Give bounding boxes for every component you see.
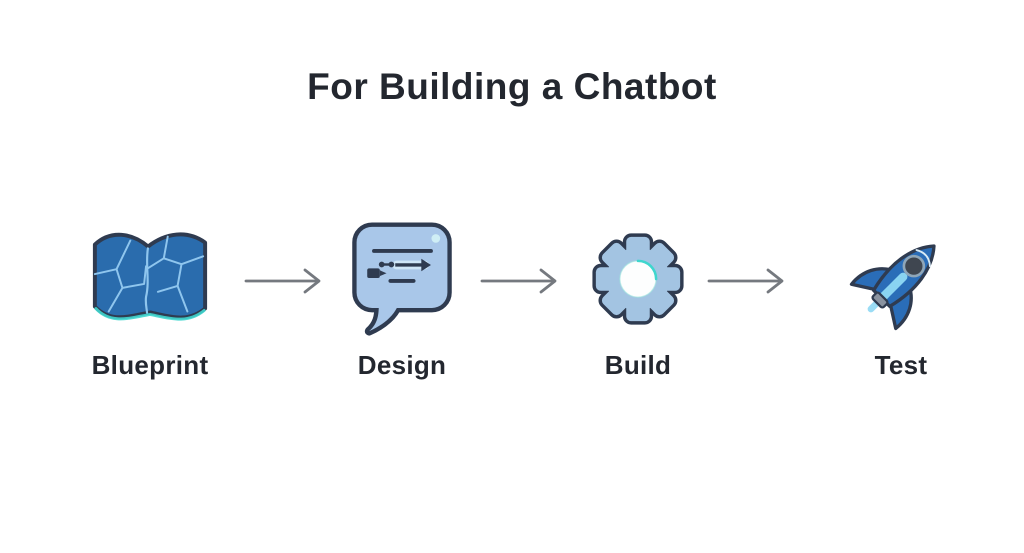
right-arrow-icon bbox=[706, 263, 794, 299]
right-arrow-icon bbox=[243, 263, 331, 299]
step-test: Test bbox=[811, 210, 991, 381]
map-icon bbox=[60, 210, 240, 348]
diagram-title: For Building a Chatbot bbox=[307, 66, 717, 107]
rocket-icon bbox=[811, 210, 991, 348]
step-label-design: Design bbox=[357, 350, 447, 380]
step-build: Build bbox=[548, 210, 728, 381]
step-blueprint: Blueprint bbox=[60, 210, 240, 381]
step-design: Design bbox=[312, 210, 492, 381]
gear-icon bbox=[548, 210, 728, 348]
chat-bubble-flowchart-icon bbox=[312, 210, 492, 348]
step-label-blueprint: Blueprint bbox=[91, 350, 209, 380]
step-label-test: Test bbox=[874, 350, 928, 380]
step-label-build: Build bbox=[604, 350, 672, 380]
right-arrow-icon bbox=[479, 263, 567, 299]
